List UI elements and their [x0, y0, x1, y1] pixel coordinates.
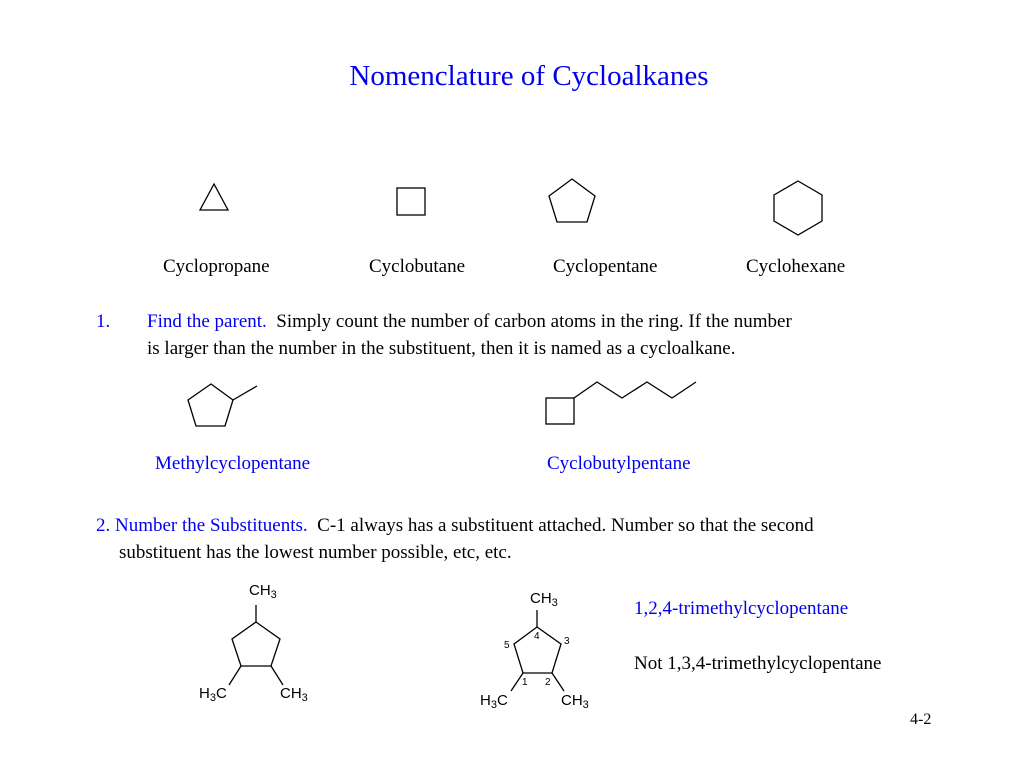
cyclobutylpentane-structure — [545, 381, 697, 425]
example-methylcyclopentane: Methylcyclopentane — [155, 453, 311, 474]
ring-position-2: 2 — [545, 677, 551, 688]
left-top-methyl-label: CH3 — [249, 582, 277, 601]
incorrect-name: Not 1,3,4-trimethylcyclopentane — [634, 653, 882, 674]
rule2-text-line2: substituent has the lowest number possib… — [119, 542, 512, 563]
methylcyclopentane-structure — [187, 383, 258, 427]
left-bottom-right-methyl-label: CH3 — [280, 685, 308, 704]
left-bottom-left-methyl-label: H3C — [199, 685, 227, 704]
ring-label-cyclopentane: Cyclopentane — [553, 256, 658, 277]
ring-position-4: 4 — [534, 631, 540, 642]
numbered-bottom-right-methyl-label: CH3 — [561, 692, 589, 711]
cyclopropane-structure — [198, 182, 230, 211]
rule2-line1: 2. Number the Substituents. C-1 always h… — [96, 511, 814, 540]
rule2-heading: 2. Number the Substituents. — [96, 515, 308, 536]
rule2-text-line1: C-1 always has a substituent attached. N… — [317, 515, 814, 536]
ring-position-5: 5 — [504, 640, 510, 651]
trimethylcyclopentane-structure-left — [228, 605, 284, 686]
example-cyclobutylpentane: Cyclobutylpentane — [547, 453, 691, 474]
slide-title: Nomenclature of Cycloalkanes — [349, 60, 709, 92]
ring-position-1: 1 — [522, 677, 528, 688]
ring-label-cyclobutane: Cyclobutane — [369, 256, 466, 277]
correct-name: 1,2,4-trimethylcyclopentane — [634, 598, 849, 619]
cyclobutane-structure — [396, 187, 426, 216]
rule1-number: 1. — [96, 311, 111, 332]
trimethylcyclopentane-structure-numbered — [510, 610, 565, 692]
cyclohexane-structure — [773, 180, 823, 236]
rule1-heading: Find the parent. — [147, 311, 267, 332]
numbered-bottom-left-methyl-label: H3C — [480, 692, 508, 711]
rule1-text-line1: Simply count the number of carbon atoms … — [276, 311, 792, 332]
ring-label-cyclohexane: Cyclohexane — [746, 256, 846, 277]
ring-label-cyclopropane: Cyclopropane — [163, 256, 270, 277]
numbered-top-methyl-label: CH3 — [530, 590, 558, 609]
rule1-line1: Find the parent. Simply count the number… — [147, 307, 792, 336]
ring-position-3: 3 — [564, 636, 570, 647]
rule1-text-line2: is larger than the number in the substit… — [147, 338, 736, 359]
page-number: 4-2 — [910, 711, 932, 728]
cyclopentane-structure — [548, 178, 596, 223]
